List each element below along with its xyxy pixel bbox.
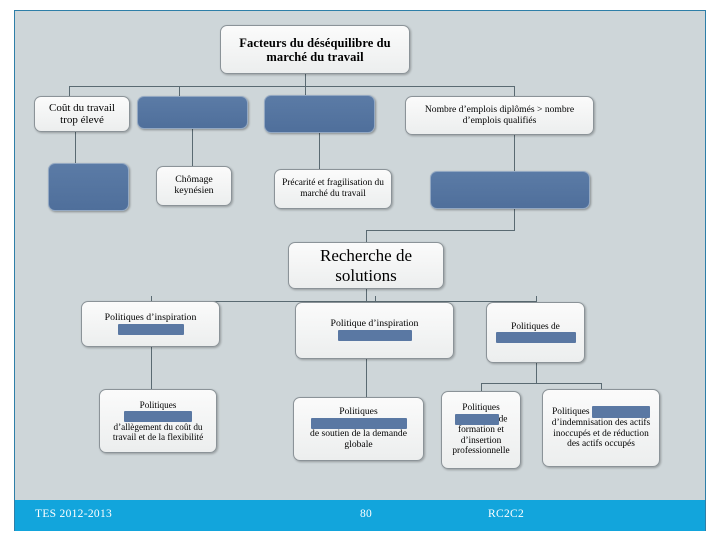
measure-3-prefix: Politiques	[462, 403, 500, 414]
node-title-factors[interactable]: Facteurs du déséquilibre du marché du tr…	[220, 25, 410, 74]
node-allegement-cout-content: Politiques d’allègement du coût du trava…	[104, 400, 212, 442]
connector-c4-down	[514, 209, 515, 230]
connector-bus-to-p2	[375, 296, 376, 303]
policy-2-line1: Politique d’inspiration	[330, 318, 419, 330]
connector-bus-to-l3	[481, 383, 482, 391]
connector-p3-down	[536, 363, 537, 383]
connector-factor2-to-chomage	[192, 129, 193, 166]
node-chomage-keynesien[interactable]: Chômage keynésien	[156, 166, 232, 206]
policy-2-redaction-bar	[337, 330, 412, 342]
connector-bus-policies	[151, 301, 536, 302]
connector-bus-to-l4	[601, 383, 602, 389]
node-recherche-de-solutions-label: Recherche de solutions	[319, 246, 413, 285]
measure-4-suffix: d’indemnisation des actifs inoccupés et …	[551, 418, 651, 450]
connector-factor3-to-precarite	[319, 133, 320, 169]
node-politique-inspiration-2[interactable]: Politique d’inspiration	[295, 302, 454, 359]
policy-3-line1: Politiques de	[511, 321, 560, 332]
node-formation-insertion-content: Politiques de formation et d’insertion p…	[446, 403, 516, 456]
policy-3-redaction-bar	[495, 332, 576, 344]
measure-4-redaction-bar	[591, 406, 650, 419]
node-title-factors-label: Facteurs du déséquilibre du marché du tr…	[239, 35, 391, 64]
node-consequence-4-redacted[interactable]	[430, 171, 590, 209]
measure-2-suffix: de soutien de la demande globale	[310, 428, 407, 451]
node-soutien-demande[interactable]: Politiques de soutien de la demande glob…	[293, 397, 424, 461]
connector-p2-to-l2	[366, 359, 367, 397]
node-indemnisation-actifs-content: Politiques d’indemnisation des actifs in…	[547, 406, 655, 450]
node-politique-inspiration-2-content: Politique d’inspiration	[300, 318, 449, 342]
footer-right-text: RC2C2	[488, 508, 525, 520]
connector-bus-measures	[481, 383, 601, 384]
connector-p1-to-l1	[151, 347, 152, 389]
connector-bus-to-cout	[69, 86, 70, 96]
connector-nombre-to-c4	[514, 135, 515, 171]
slide-canvas: Facteurs du déséquilibre du marché du tr…	[14, 10, 706, 531]
slide-footer: TES 2012-2013 80 RC2C2	[15, 500, 705, 531]
connector-bus-to-nombre	[514, 86, 515, 96]
node-nombre-emplois[interactable]: Nombre d’emplois diplômés > nombre d’emp…	[405, 96, 594, 135]
node-nombre-emplois-label: Nombre d’emplois diplômés > nombre d’emp…	[424, 103, 575, 126]
node-consequence-1-redacted[interactable]	[48, 163, 129, 211]
node-factor-2-redacted[interactable]	[137, 96, 248, 129]
connector-bus-to-p3	[536, 296, 537, 303]
connector-bus-to-factor2	[179, 86, 180, 96]
measure-2-prefix: Politiques	[339, 406, 378, 418]
node-indemnisation-actifs[interactable]: Politiques d’indemnisation des actifs in…	[542, 389, 660, 467]
measure-1-prefix: Politiques	[139, 399, 177, 410]
node-formation-insertion[interactable]: Politiques de formation et d’insertion p…	[441, 391, 521, 469]
node-chomage-keynesien-label: Chômage keynésien	[174, 174, 214, 196]
node-precarite-fragilisation-label: Précarité et fragilisation du marché du …	[282, 178, 384, 199]
node-politiques-inspiration-1[interactable]: Politiques d’inspiration	[81, 301, 220, 347]
connector-recherche-down	[366, 289, 367, 301]
node-cout-du-travail-label: Coût du travail trop élevé	[49, 101, 115, 126]
connector-to-recherche	[366, 230, 515, 231]
measure-4-prefix: Politiques	[552, 407, 590, 418]
policy-1-redaction-bar	[117, 323, 184, 335]
node-cout-du-travail[interactable]: Coût du travail trop élevé	[34, 96, 130, 132]
connector-title-down	[305, 64, 306, 86]
measure-2-redaction-bar	[310, 417, 407, 429]
footer-left-text: TES 2012-2013	[35, 508, 113, 520]
node-politiques-de-3-content: Politiques de	[491, 322, 580, 344]
measure-3-redaction-bar	[454, 413, 499, 425]
connector-bus-to-factor3	[305, 86, 306, 95]
node-allegement-cout[interactable]: Politiques d’allègement du coût du trava…	[99, 389, 217, 453]
connector-cout-to-c1	[75, 132, 76, 163]
node-precarite-fragilisation[interactable]: Précarité et fragilisation du marché du …	[274, 169, 392, 209]
connector-bus-to-p1	[151, 296, 152, 302]
connector-bus-row2	[69, 86, 514, 87]
node-politiques-inspiration-1-content: Politiques d’inspiration	[86, 311, 215, 336]
node-soutien-demande-content: Politiques de soutien de la demande glob…	[298, 406, 419, 451]
connector-recherche-up	[366, 230, 367, 242]
node-recherche-de-solutions[interactable]: Recherche de solutions	[288, 242, 444, 289]
node-politiques-de-3[interactable]: Politiques de	[486, 302, 585, 363]
node-factor-3-redacted[interactable]	[264, 95, 375, 133]
measure-3-suffix: de formation et d’insertion professionne…	[452, 414, 510, 457]
measure-1-redaction-bar	[124, 410, 192, 422]
policy-1-line1: Politiques d’inspiration	[104, 311, 197, 323]
measure-1-suffix: d’allègement du coût du travail et de la…	[112, 421, 204, 442]
footer-page-number: 80	[360, 508, 373, 520]
